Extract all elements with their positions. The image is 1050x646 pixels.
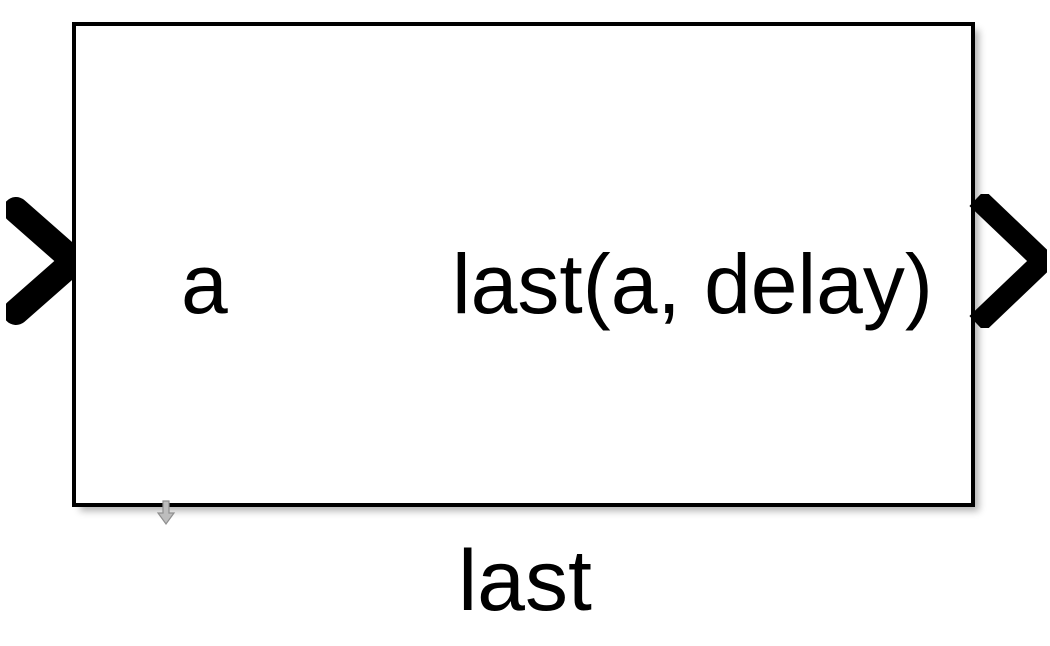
block-expression-text: last(a, delay) [452,237,933,331]
block-name-label: last [458,533,592,629]
simulink-block[interactable]: a last(a, delay) [72,22,975,526]
down-arrow-icon [156,500,176,526]
input-port-label-a: a [181,237,228,331]
output-port-chevron-icon[interactable] [965,190,1050,332]
